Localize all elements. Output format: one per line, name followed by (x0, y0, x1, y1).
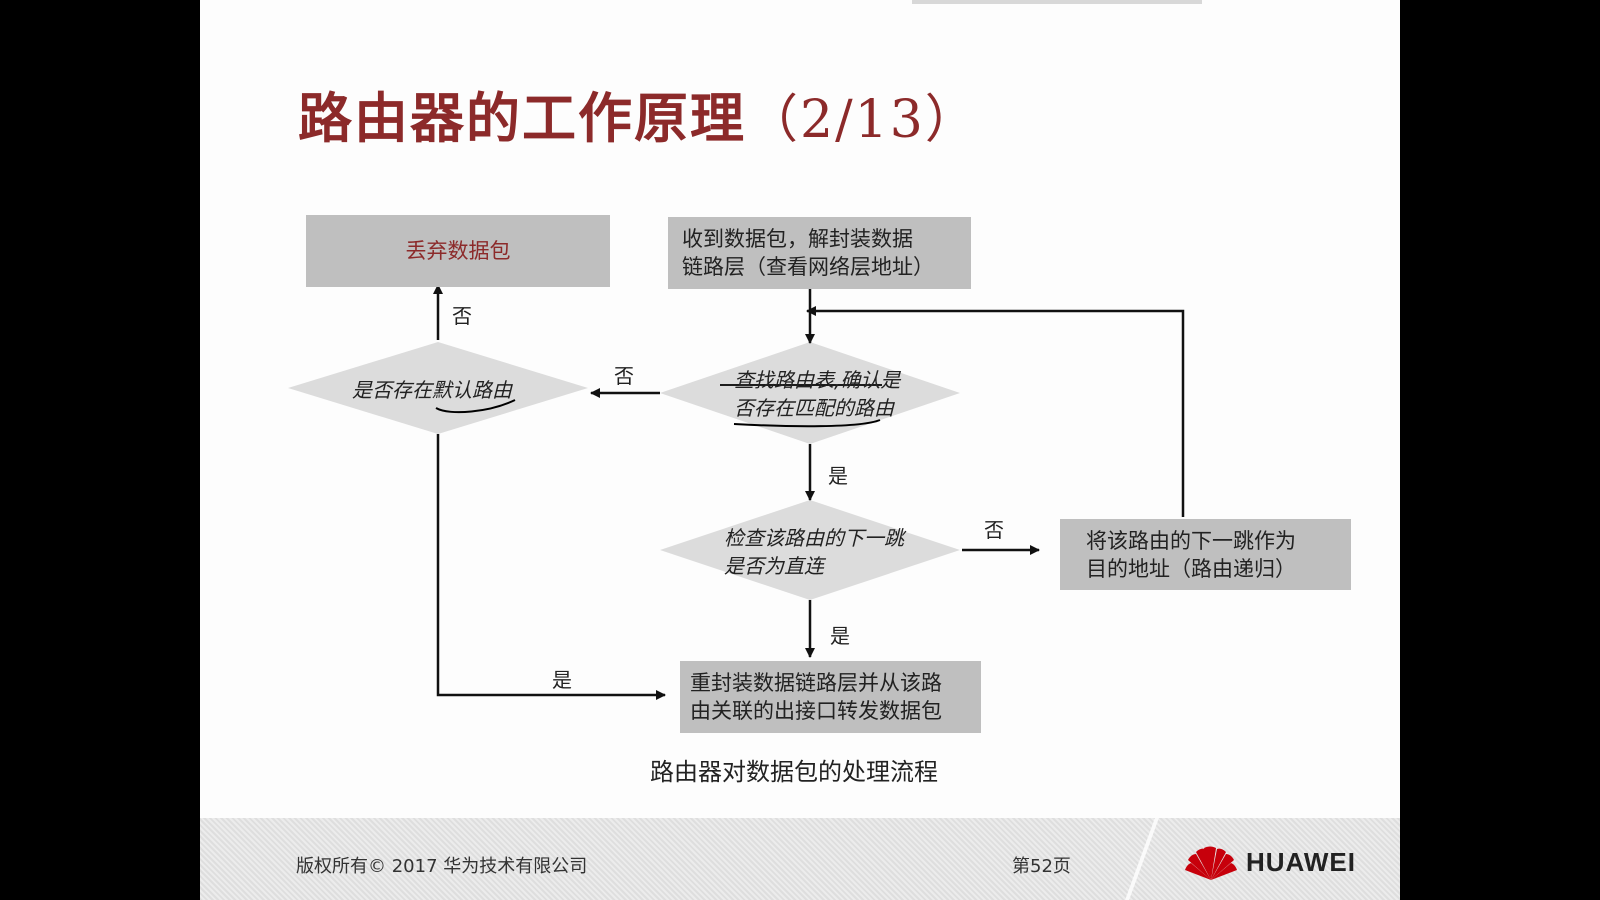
lookup-route-line2: 否存在匹配的路由 (734, 396, 894, 420)
label-yes-default-forward: 是 (552, 668, 572, 692)
route-recursion-line1: 将该路由的下一跳作为 (1086, 528, 1296, 553)
forward-packet-line1: 重封装数据链路层并从该路 (690, 671, 942, 695)
slide-title-index: （2/13） (746, 90, 979, 150)
discard-packet-label: 丢弃数据包 (405, 239, 511, 263)
slide: 路由器的工作原理（2/13） 丢弃数据包 收到数据包，解封装数据 (200, 0, 1400, 900)
lookup-diamond (660, 342, 960, 444)
nexthop-line2: 是否为直连 (724, 554, 824, 578)
slide-title: 路由器的工作原理（2/13） (298, 74, 979, 153)
discard-packet-box: 丢弃数据包 (306, 215, 610, 287)
receive-packet-line1: 收到数据包，解封装数据 (682, 227, 913, 251)
default-route-question-text: 是否存在默认路由 (352, 378, 512, 402)
page-number: 第52页 (1012, 856, 1071, 877)
label-no-default: 否 (614, 364, 634, 388)
route-recursion-box: 将该路由的下一跳作为 目的地址（路由递归） (1060, 519, 1351, 590)
huawei-petal-logo-icon (1185, 846, 1237, 880)
annotation-underline-default (435, 399, 516, 414)
label-no-discard: 否 (452, 304, 472, 328)
receive-packet-line2: 链路层（查看网络层地址） (682, 255, 934, 279)
diagram-caption: 路由器对数据包的处理流程 (650, 758, 938, 786)
top-decor-bar (912, 0, 1202, 4)
annotation-underline-lookup (733, 419, 881, 428)
forward-packet-line2: 由关联的出接口转发数据包 (690, 699, 942, 723)
receive-packet-box: 收到数据包，解封装数据 链路层（查看网络层地址） (668, 217, 971, 289)
default-route-diamond (288, 342, 588, 434)
lookup-route-question: 查找路由表,确认是 否存在匹配的路由 (734, 366, 900, 422)
nexthop-question: 检查该路由的下一跳 是否为直连 (724, 524, 904, 580)
label-yes-nexthop: 是 (828, 464, 848, 488)
huawei-logo: HUAWEI (1184, 838, 1364, 886)
slide-title-text: 路由器的工作原理 (298, 87, 746, 150)
footer-divider (1125, 818, 1159, 900)
slide-footer: 版权所有© 2017 华为技术有限公司 第52页 HUAWEI (200, 818, 1400, 900)
lookup-route-line1: 查找路由表,确认是 (734, 368, 901, 392)
nexthop-line1: 检查该路由的下一跳 (724, 526, 904, 550)
route-recursion-line2: 目的地址（路由递归） (1086, 556, 1296, 581)
label-no-recursive: 否 (984, 518, 1004, 542)
label-yes-forward: 是 (830, 624, 850, 648)
arrow-default-to-forward (436, 434, 666, 700)
default-route-question: 是否存在默认路由 (352, 376, 512, 404)
huawei-logo-text: HUAWEI (1246, 846, 1356, 877)
copyright-text: 版权所有© 2017 华为技术有限公司 (296, 856, 588, 877)
forward-packet-box: 重封装数据链路层并从该路 由关联的出接口转发数据包 (680, 661, 981, 733)
nexthop-diamond (660, 500, 960, 600)
arrow-recursive-loop-back (806, 306, 1185, 517)
